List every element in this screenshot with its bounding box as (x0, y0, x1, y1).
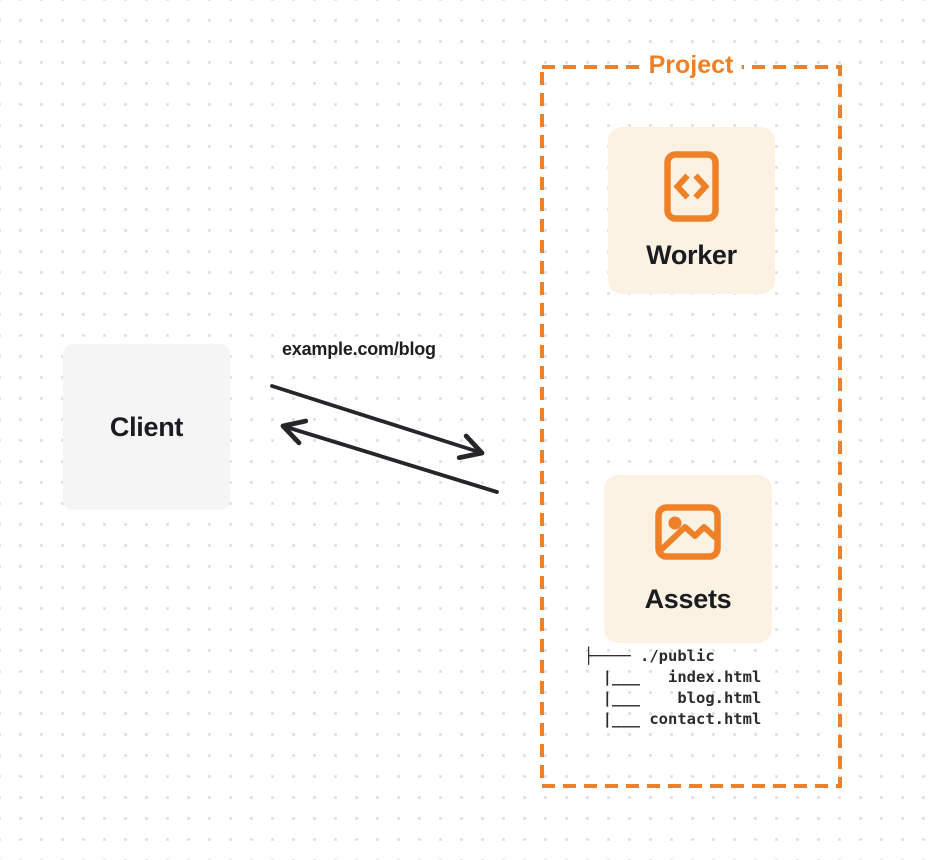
project-boundary: Project Worker Assets (540, 49, 842, 788)
worker-card: Worker (608, 127, 775, 294)
image-icon (655, 503, 721, 560)
request-arrow (270, 384, 485, 461)
assets-file-tree: ├──── ./public |___ index.html |___ blog… (584, 647, 762, 728)
request-url-label: example.com/blog (282, 339, 436, 359)
response-arrow (280, 418, 499, 494)
assets-label: Assets (644, 583, 732, 614)
client-box: Client (63, 344, 230, 510)
assets-card: Assets (604, 475, 772, 643)
code-brackets-icon (664, 150, 719, 222)
worker-label: Worker (646, 239, 737, 270)
project-label: Project (640, 49, 742, 81)
client-label: Client (109, 411, 184, 442)
